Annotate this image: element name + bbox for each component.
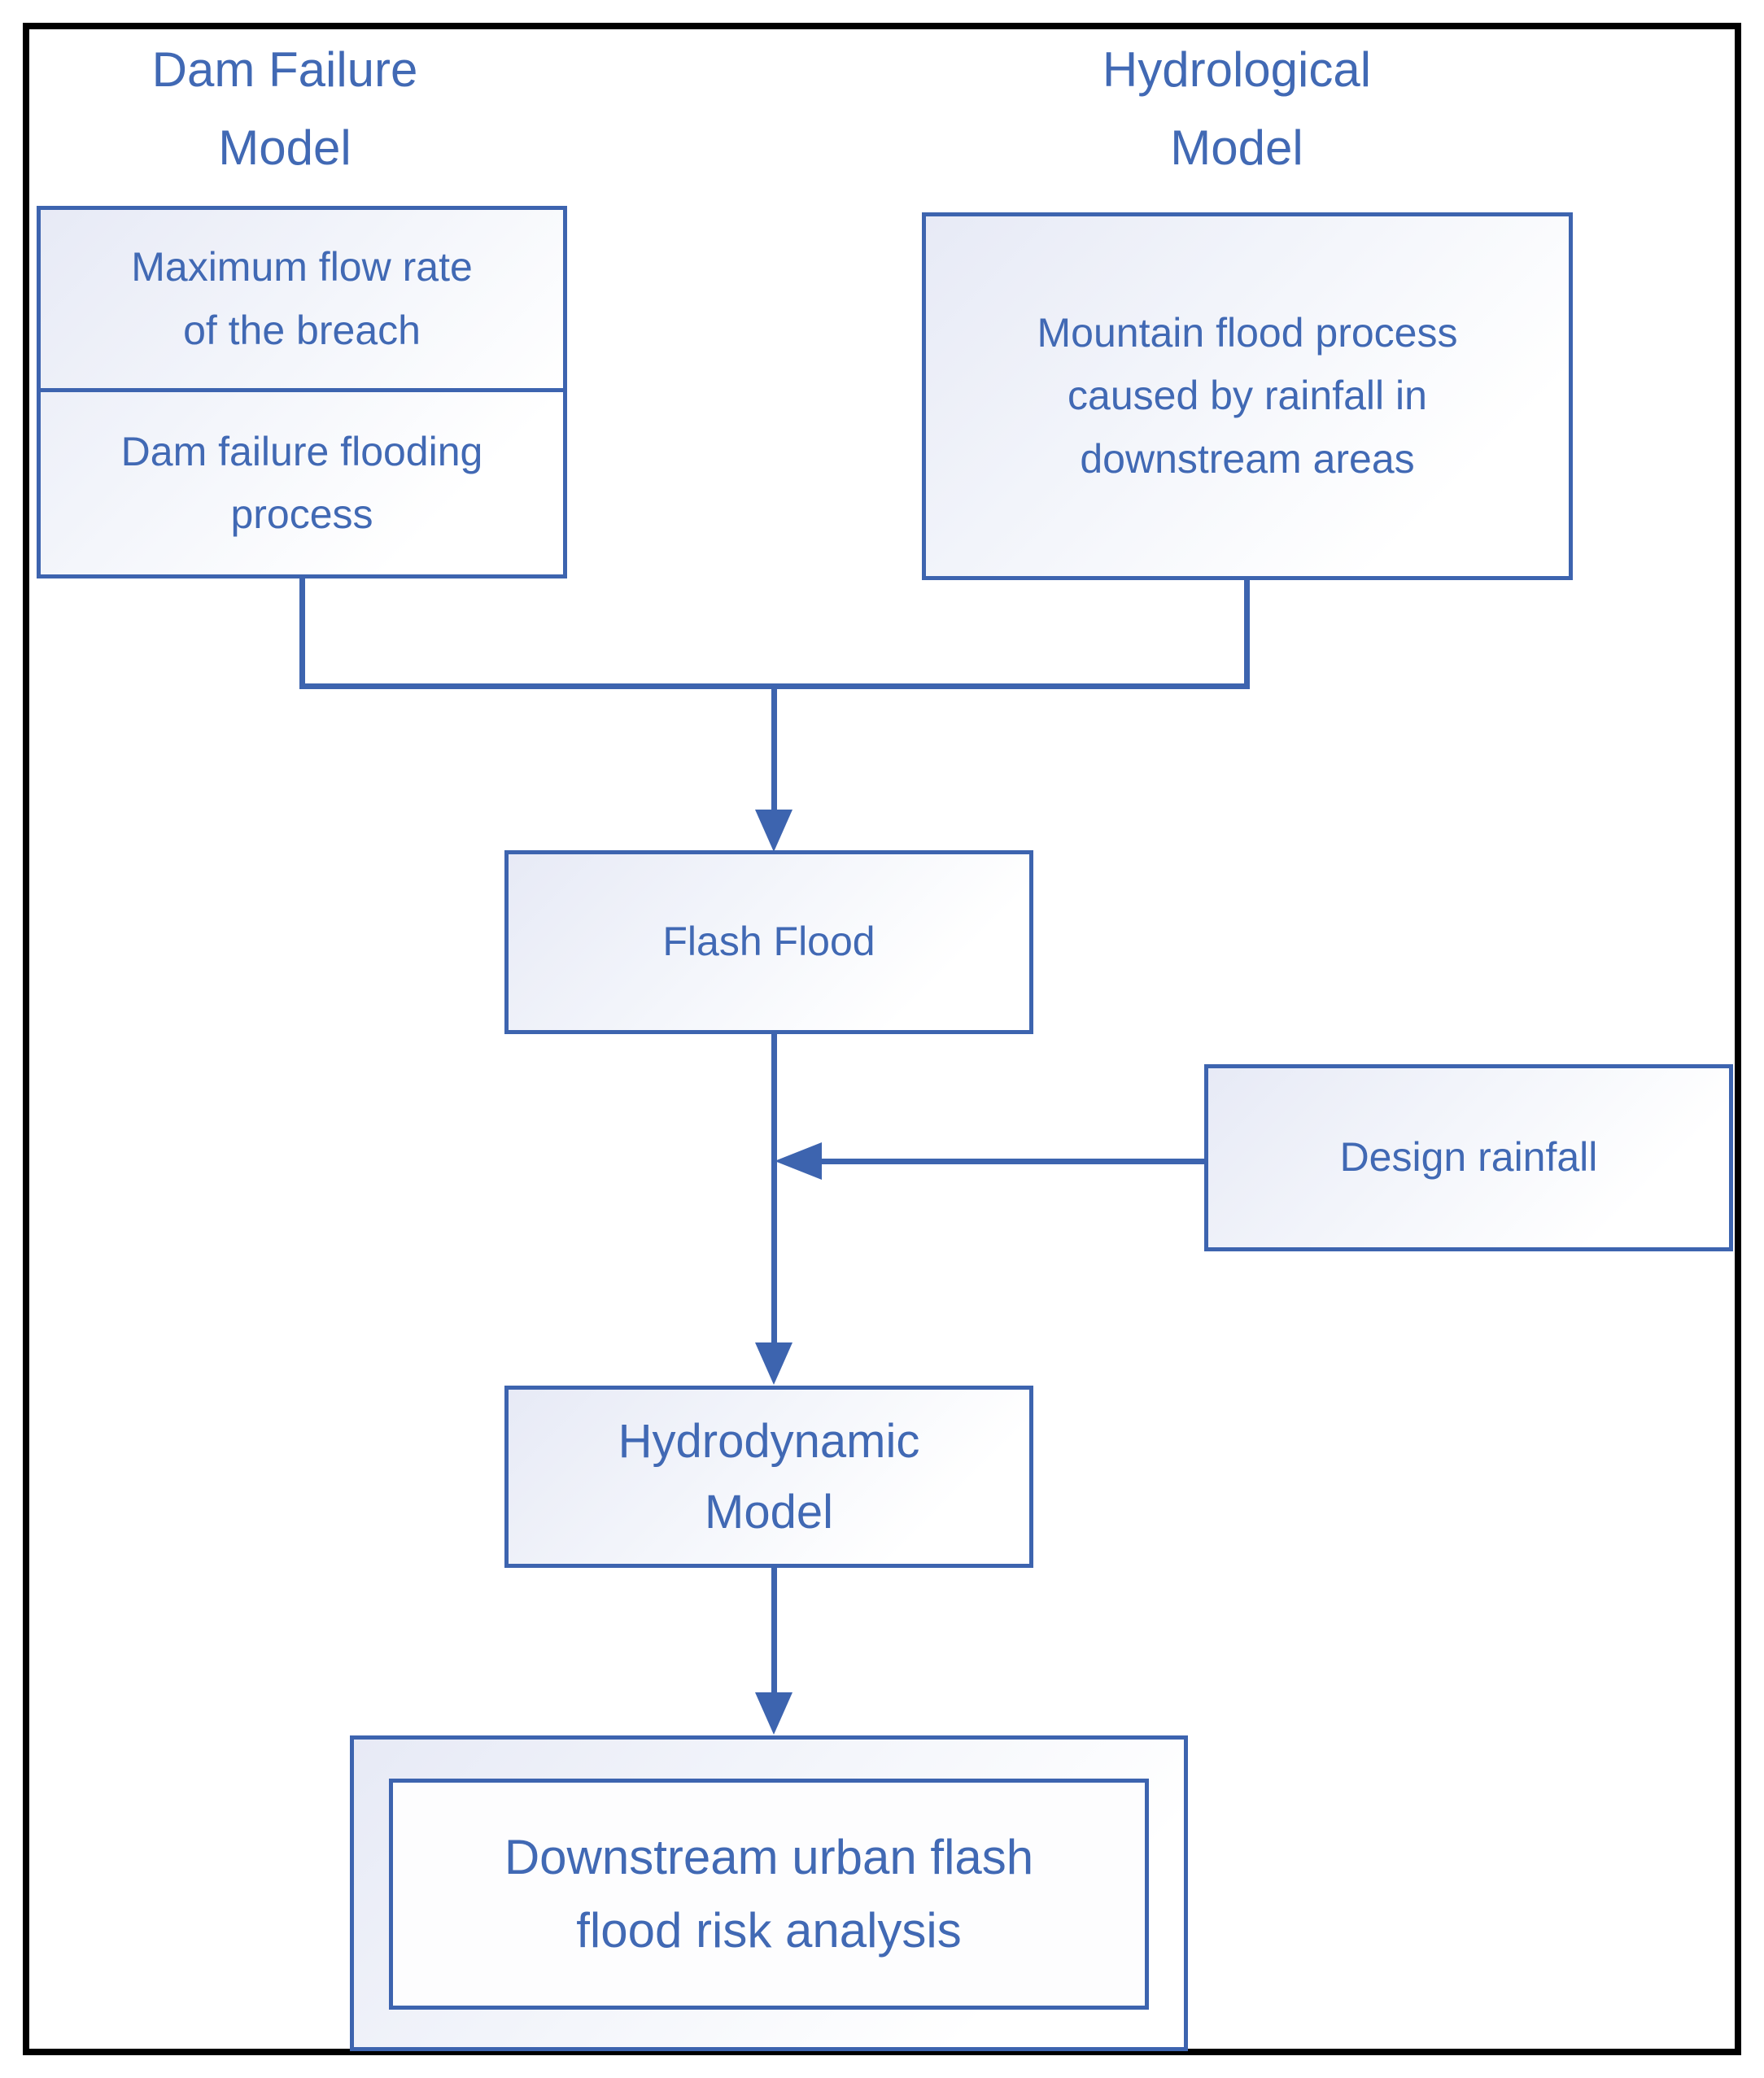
cell-flooding-process: Dam failure flooding process: [41, 392, 563, 574]
box-mountain-flood: Mountain flood process caused by rainfal…: [922, 212, 1573, 580]
title-dam-failure-model: Dam Failure Model: [151, 42, 418, 175]
connector-dam-failure-drop: [299, 576, 305, 689]
title-hydrological-model: Hydrological Model: [1102, 42, 1372, 175]
connector-flash-to-hydrodynamic: [771, 1034, 777, 1344]
arrowhead-into-risk-analysis: [755, 1692, 792, 1735]
arrowhead-design-rainfall: [775, 1142, 822, 1180]
connector-hydrodynamic-to-risk: [771, 1568, 777, 1694]
max-flow-rate-label: Maximum flow rate of the breach: [131, 244, 473, 353]
connector-hydrological-drop: [1244, 578, 1250, 689]
arrowhead-into-hydrodynamic: [755, 1342, 792, 1385]
mountain-flood-label: Mountain flood process caused by rainfal…: [1037, 309, 1458, 482]
box-design-rainfall: Design rainfall: [1204, 1064, 1733, 1251]
flash-flood-label: Flash Flood: [662, 919, 875, 965]
design-rainfall-label: Design rainfall: [1339, 1134, 1598, 1181]
box-hydrodynamic-model: Hydrodynamic Model: [504, 1386, 1033, 1568]
box-risk-analysis-inner: Downstream urban flash flood risk analys…: [389, 1779, 1149, 2010]
box-flash-flood: Flash Flood: [504, 850, 1033, 1034]
flooding-process-label: Dam failure flooding process: [120, 428, 483, 538]
arrowhead-into-flash-flood: [755, 810, 792, 852]
cell-max-flow-rate: Maximum flow rate of the breach: [41, 210, 563, 392]
connector-merge-horizontal: [299, 683, 1250, 689]
connector-design-rainfall: [820, 1159, 1204, 1164]
box-dam-failure-outputs: Maximum flow rate of the breach Dam fail…: [37, 206, 567, 578]
connector-merge-to-flash-flood: [771, 689, 777, 813]
hydrodynamic-model-label: Hydrodynamic Model: [618, 1415, 920, 1539]
risk-analysis-label: Downstream urban flash flood risk analys…: [504, 1830, 1034, 1958]
